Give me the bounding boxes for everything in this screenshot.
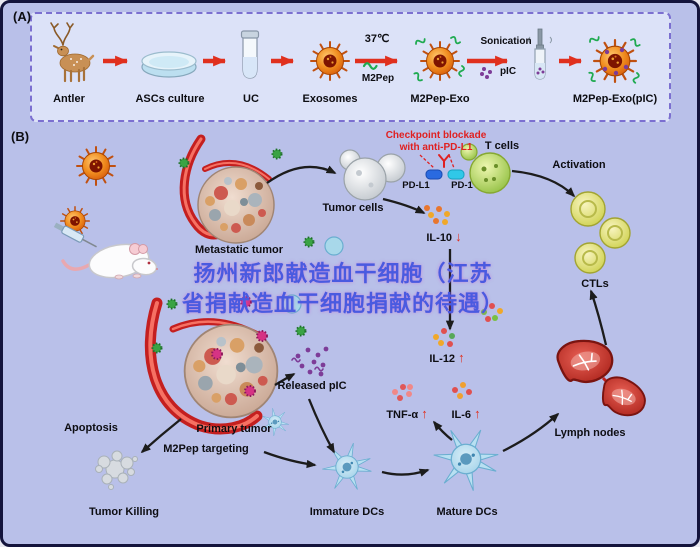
released-pic-icon <box>291 346 329 377</box>
flow-arrows <box>140 165 608 477</box>
step-label-m2pep-exo: M2Pep-Exo <box>410 93 470 105</box>
pic-dots-icon <box>480 67 492 79</box>
il12-label: IL-12 <box>429 353 456 365</box>
t-cells-label: T cells <box>484 140 520 152</box>
il10-dots-icon <box>424 205 450 225</box>
il6-dots-icon <box>452 382 472 399</box>
primary-tumor-label: Primary tumor <box>196 423 272 435</box>
watermark-line2: 省捐献造血干细胞捐献的待遇） <box>181 291 505 316</box>
apoptotic-cell-icon <box>95 450 138 490</box>
released-pic-label: Released pIC <box>277 380 347 392</box>
immature-dcs-label: Immature DCs <box>309 506 385 518</box>
tumor-cells-label: Tumor cells <box>322 202 384 214</box>
anti-pd-l1-antibody-icon <box>438 154 450 168</box>
checkpoint-blockade-label: Checkpoint blockade with anti-PD-L1 <box>386 130 487 153</box>
ctl-cells-icon <box>570 191 631 274</box>
lymph-nodes-icon <box>553 333 652 422</box>
pd-1-receptor-icon <box>447 169 465 180</box>
uc-tube-icon <box>240 30 260 79</box>
sonication-label: Sonication <box>480 36 532 47</box>
petri-dish-icon <box>141 51 197 78</box>
watermark-line1: 扬州新郎献造血干细胞（江苏 <box>193 261 493 286</box>
mature-dcs-label: Mature DCs <box>436 506 498 518</box>
metastatic-tumor-icon <box>197 166 275 244</box>
metastatic-tumor-label: Metastatic tumor <box>194 244 284 256</box>
figure-art <box>50 22 652 498</box>
m2pep-exo-pic-icon <box>586 34 642 85</box>
il12-label-group: IL-12 ↑ <box>429 350 464 365</box>
m2pep-exo-icon <box>411 35 466 83</box>
macrophage-cell-icon <box>255 402 295 442</box>
step-label-exosomes: Exosomes <box>302 93 358 105</box>
syringe-icon <box>53 222 97 248</box>
tnf-label-group: TNF-α ↑ <box>386 406 427 421</box>
step-label-uc: UC <box>243 93 259 105</box>
pd-l1-ligand-icon <box>425 169 443 180</box>
il10-label: IL-10 <box>426 232 453 244</box>
immune-cell-icon <box>282 294 302 314</box>
tnf-label: TNF-α <box>386 409 419 421</box>
m2pep-label: M2Pep <box>361 73 395 84</box>
immature-dc-icon <box>321 441 373 492</box>
mouse-icon <box>61 243 158 280</box>
exosome-icon <box>310 41 350 81</box>
t-cell-icon <box>460 143 511 194</box>
lymph-nodes-label: Lymph nodes <box>554 427 626 439</box>
mature-dc-icon <box>426 419 506 498</box>
il6-label: IL-6 <box>451 409 471 421</box>
pd-1-label: PD-1 <box>451 180 473 191</box>
il10-trend-arrow: ↓ <box>455 229 462 244</box>
step-label-m2pep-exo-pic: M2Pep-Exo(pIC) <box>572 93 658 105</box>
tumor-killing-label: Tumor Killing <box>88 506 160 518</box>
immune-cell-icon <box>324 236 344 256</box>
mixed-cytokine-dots-icon <box>481 303 503 322</box>
tnf-trend-arrow: ↑ <box>421 406 428 421</box>
il6-label-group: IL-6 ↑ <box>451 406 480 421</box>
il6-trend-arrow: ↑ <box>474 406 481 421</box>
il12-trend-arrow: ↑ <box>458 350 465 365</box>
tumor-cells-icon <box>339 149 406 201</box>
sonication-tube-icon <box>528 28 552 80</box>
virus-particle-icon <box>76 146 116 186</box>
checkpoint-line1: Checkpoint blockade <box>385 130 487 141</box>
m2pep-squiggle-icon <box>362 62 378 70</box>
ctls-label: CTLs <box>581 278 609 290</box>
checkpoint-pointer-lines <box>419 154 455 169</box>
apoptosis-label: Apoptosis <box>64 422 118 434</box>
watermark-text: 扬州新郎献造血干细胞（江苏 省捐献造血干细胞捐献的待遇） <box>182 259 504 319</box>
activation-label: Activation <box>552 159 606 171</box>
checkpoint-line2: with anti-PD-L1 <box>399 141 473 153</box>
panel-b-tag: (B) <box>11 129 30 144</box>
tnf-dots-icon <box>392 384 413 401</box>
pd-l1-label: PD-L1 <box>402 180 430 191</box>
step-label-ascs-culture: ASCs culture <box>135 93 205 105</box>
m2pep-targeting-label: M2Pep targeting <box>163 443 249 455</box>
il10-label-group: IL-10 ↓ <box>426 229 461 244</box>
blood-vessel <box>144 134 272 435</box>
panel-a-tag: (A) <box>13 9 32 24</box>
temp-37c-label: 37℃ <box>364 33 390 45</box>
panel-a-box <box>30 12 671 122</box>
deer-icon <box>50 22 95 83</box>
step-label-antler: Antler <box>53 93 85 105</box>
pic-label: pIC <box>499 66 517 77</box>
il12-dots-icon <box>433 328 455 347</box>
